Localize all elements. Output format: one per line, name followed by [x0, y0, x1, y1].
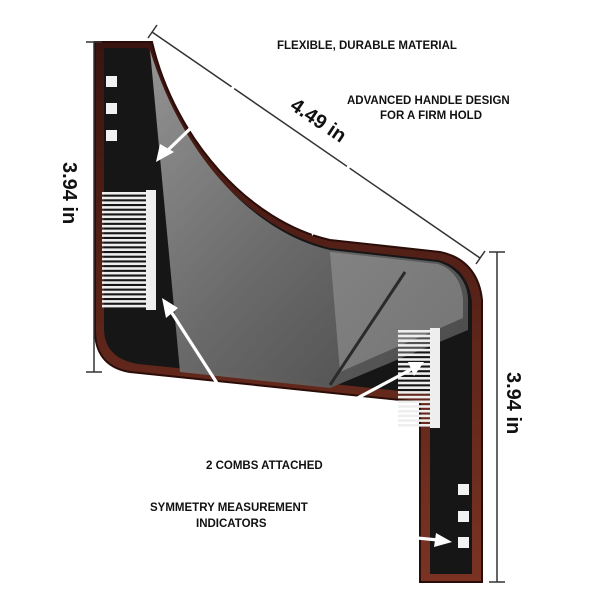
comb-tooth: [102, 276, 146, 280]
comb-tooth: [398, 409, 440, 413]
left-comb: [102, 190, 156, 310]
comb-tooth: [102, 253, 146, 256]
comb-tooth: [398, 339, 440, 342]
comb-tooth: [102, 220, 146, 223]
indicator-square: [106, 103, 117, 114]
indicator-square: [458, 537, 469, 548]
left-indicators: [106, 76, 117, 141]
window-highlight: [330, 252, 463, 372]
comb-tooth: [102, 210, 146, 214]
label-symmetry-line2: INDICATORS: [196, 518, 267, 530]
dimension-left: [86, 41, 102, 373]
comb-tooth: [398, 353, 440, 357]
comb-tooth: [398, 372, 440, 375]
comb-tooth: [102, 201, 146, 204]
comb-tooth: [398, 386, 440, 389]
comb-tooth: [102, 243, 146, 247]
comb-tooth: [102, 234, 146, 237]
comb-tooth: [102, 196, 146, 200]
comb-tooth: [398, 391, 440, 394]
comb-tooth: [102, 267, 146, 270]
white-pointer-arrow: [268, 522, 452, 547]
comb-tooth: [398, 358, 440, 361]
comb-tooth: [102, 262, 146, 266]
indicator-square: [106, 76, 117, 87]
comb-tooth: [102, 295, 146, 298]
comb-tooth: [398, 419, 440, 422]
label-handle-line2: FOR A FIRM HOLD: [380, 110, 482, 122]
dimension-diagonal-label: 4.49 in: [286, 94, 350, 147]
dimension-diagonal: [147, 24, 486, 265]
right-indicators: [458, 484, 469, 548]
comb-tooth: [398, 395, 440, 399]
comb-tooth: [398, 400, 440, 404]
indicator-square: [106, 130, 117, 141]
comb-tooth: [102, 192, 146, 195]
indicator-square: [458, 484, 469, 495]
comb-tooth: [102, 300, 146, 303]
comb-tooth: [398, 348, 440, 352]
label-symmetry-line1: SYMMETRY MEASUREMENT: [150, 502, 308, 514]
comb-tooth: [102, 224, 146, 228]
comb-tooth: [102, 281, 146, 284]
comb-tooth: [398, 381, 440, 385]
dimension-right: [489, 251, 505, 583]
white-pointer-arrow: [156, 50, 272, 162]
comb-tooth: [102, 257, 146, 261]
dimension-left-label: 3.94 in: [58, 162, 80, 224]
comb-tooth: [398, 334, 440, 338]
arrows: [156, 50, 452, 547]
white-pointer-arrow: [162, 298, 262, 452]
comb-tooth: [102, 206, 146, 209]
window-ridge: [328, 271, 407, 386]
label-material: FLEXIBLE, DURABLE MATERIAL: [277, 40, 457, 52]
indicator-square: [458, 511, 469, 522]
comb-tooth: [102, 239, 146, 242]
comb-tooth: [398, 344, 440, 347]
comb-tooth: [398, 414, 440, 418]
comb-tooth: [102, 229, 146, 233]
dimension-right-label: 3.94 in: [502, 372, 524, 434]
comb-tooth: [102, 304, 146, 308]
white-pointer-arrow: [258, 362, 424, 452]
translucent-window: [150, 50, 468, 388]
comb-tooth: [102, 271, 146, 275]
white-pointer-arrow: [310, 126, 372, 236]
label-combs: 2 COMBS ATTACHED: [206, 460, 323, 472]
comb-tooth: [102, 215, 146, 219]
comb-tooth: [398, 424, 440, 427]
comb-tooth: [398, 330, 440, 333]
comb-tooth: [102, 290, 146, 294]
comb-tooth: [102, 286, 146, 289]
comb-tooth: [102, 248, 146, 251]
comb-tooth: [398, 405, 440, 408]
comb-tooth: [398, 377, 440, 380]
label-handle-line1: ADVANCED HANDLE DESIGN: [347, 95, 510, 107]
